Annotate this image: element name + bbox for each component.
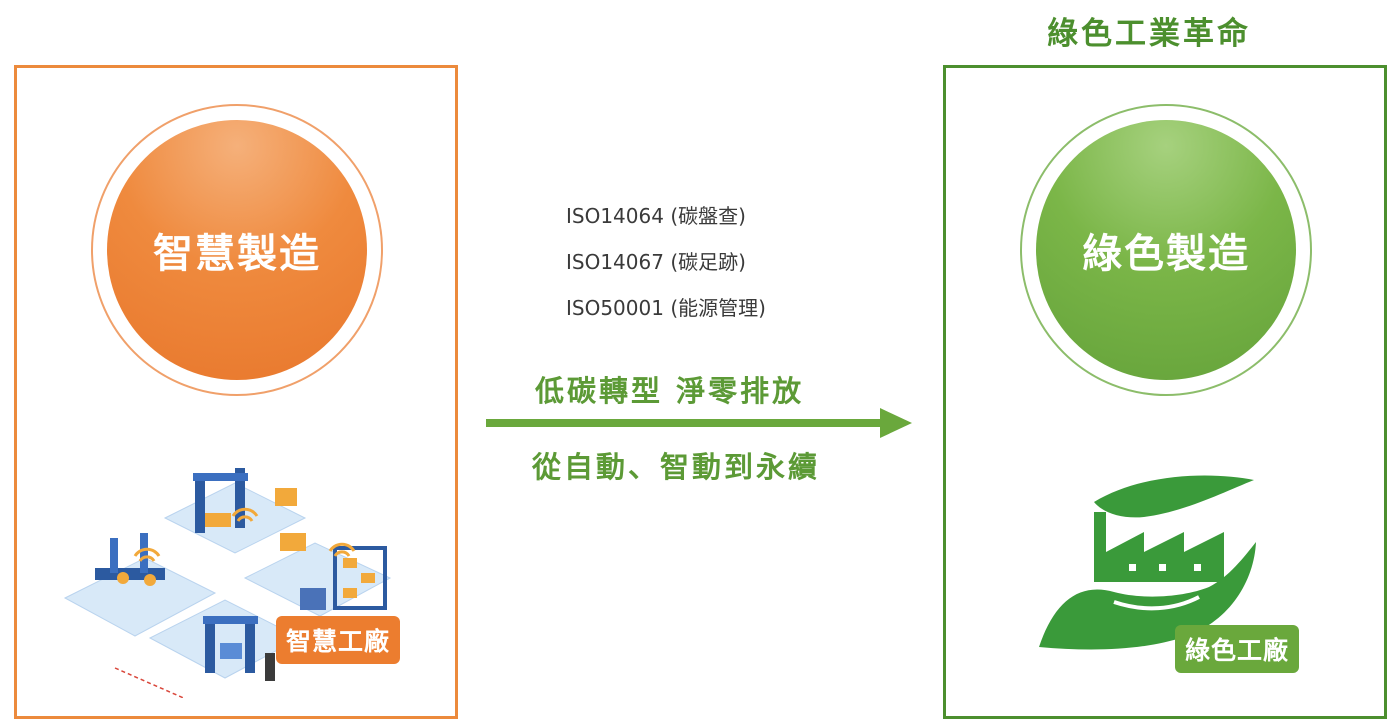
- smart-factory-tag: 智慧工廠: [276, 616, 401, 664]
- headline-title: 綠色工業革命: [1047, 16, 1251, 52]
- standard-iso14067: ISO14067 (碳足跡): [566, 250, 746, 274]
- smart-manufacturing-panel: 智慧製造: [14, 65, 458, 719]
- standard-iso14064: ISO14064 (碳盤查): [566, 204, 746, 228]
- green-manufacturing-panel: 綠色製造 綠色工廠: [943, 65, 1387, 719]
- green-manufacturing-ring: 綠色製造: [1020, 104, 1312, 396]
- standard-iso50001: ISO50001 (能源管理): [566, 296, 766, 320]
- arrow-caption-bottom: 從自動、智動到永續: [532, 450, 821, 484]
- right-arrow-icon: [486, 408, 912, 438]
- green-manufacturing-circle: 綠色製造: [1036, 120, 1296, 380]
- smart-manufacturing-circle: 智慧製造: [107, 120, 367, 380]
- smart-manufacturing-ring: 智慧製造: [91, 104, 383, 396]
- arrow-caption-top: 低碳轉型 淨零排放: [535, 374, 805, 408]
- green-factory-tag: 綠色工廠: [1175, 625, 1300, 673]
- green-factory-leaf-logo: [1039, 475, 1256, 650]
- smart-factory-illustration: [63, 468, 392, 698]
